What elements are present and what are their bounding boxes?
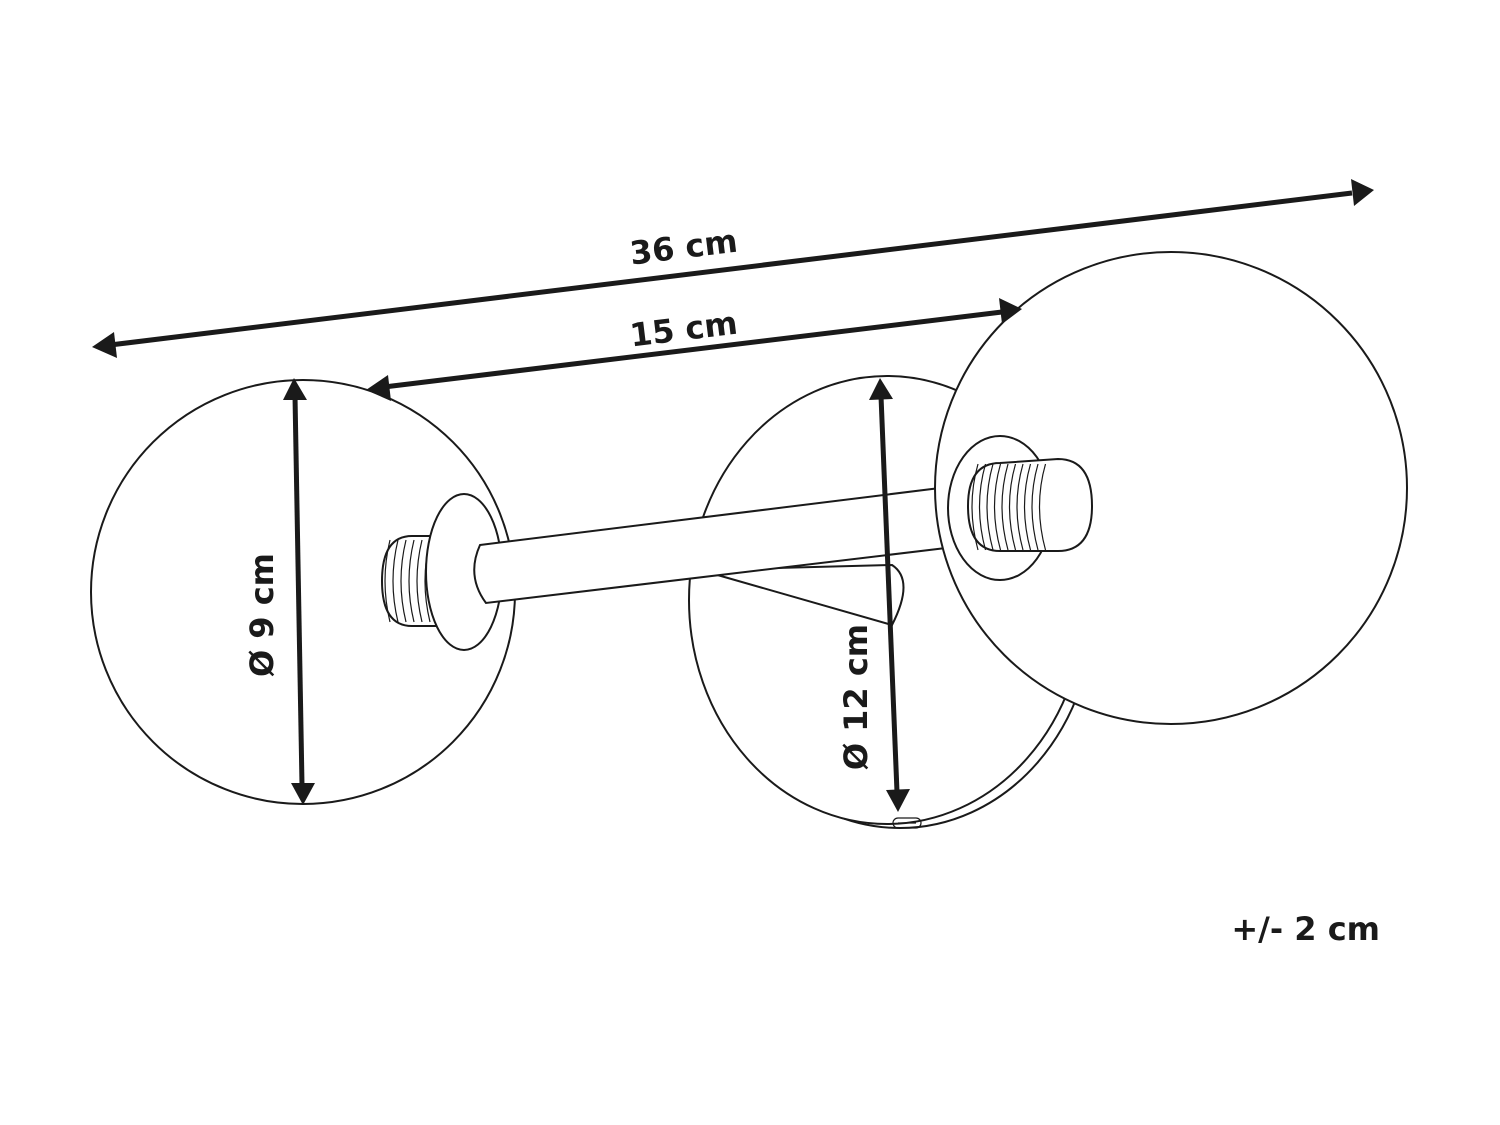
socket-thread bbox=[971, 463, 979, 551]
total-length-label: 36 cm bbox=[628, 222, 740, 273]
socket-thread bbox=[978, 463, 987, 551]
socket-thread bbox=[1016, 463, 1024, 551]
socket-thread bbox=[408, 539, 415, 623]
lamp-arm bbox=[473, 486, 948, 605]
socket-thread bbox=[1008, 463, 1017, 551]
arm-bracket bbox=[699, 563, 905, 627]
socket-thread bbox=[1038, 463, 1047, 551]
right-socket bbox=[947, 435, 1094, 581]
dimension-shade-diameter: Ø 9 cm bbox=[243, 378, 315, 805]
socket-thread bbox=[1031, 463, 1039, 551]
socket-thread bbox=[993, 463, 1002, 551]
socket-thread bbox=[1001, 463, 1009, 551]
socket-thread bbox=[986, 463, 994, 551]
dimension-base-diameter: Ø 12 cm bbox=[837, 378, 910, 812]
socket-thread bbox=[416, 539, 423, 623]
socket-thread bbox=[1023, 463, 1032, 551]
base-diameter-label: Ø 12 cm bbox=[837, 624, 875, 770]
right-shade bbox=[934, 251, 1408, 725]
socket-thread bbox=[400, 539, 407, 623]
tolerance-note: +/- 2 cm bbox=[1231, 910, 1380, 948]
socket-thread bbox=[384, 539, 391, 623]
socket-thread bbox=[392, 539, 399, 623]
dimension-arm-length: 15 cm bbox=[366, 298, 1022, 401]
shade-diameter-label: Ø 9 cm bbox=[243, 553, 281, 677]
